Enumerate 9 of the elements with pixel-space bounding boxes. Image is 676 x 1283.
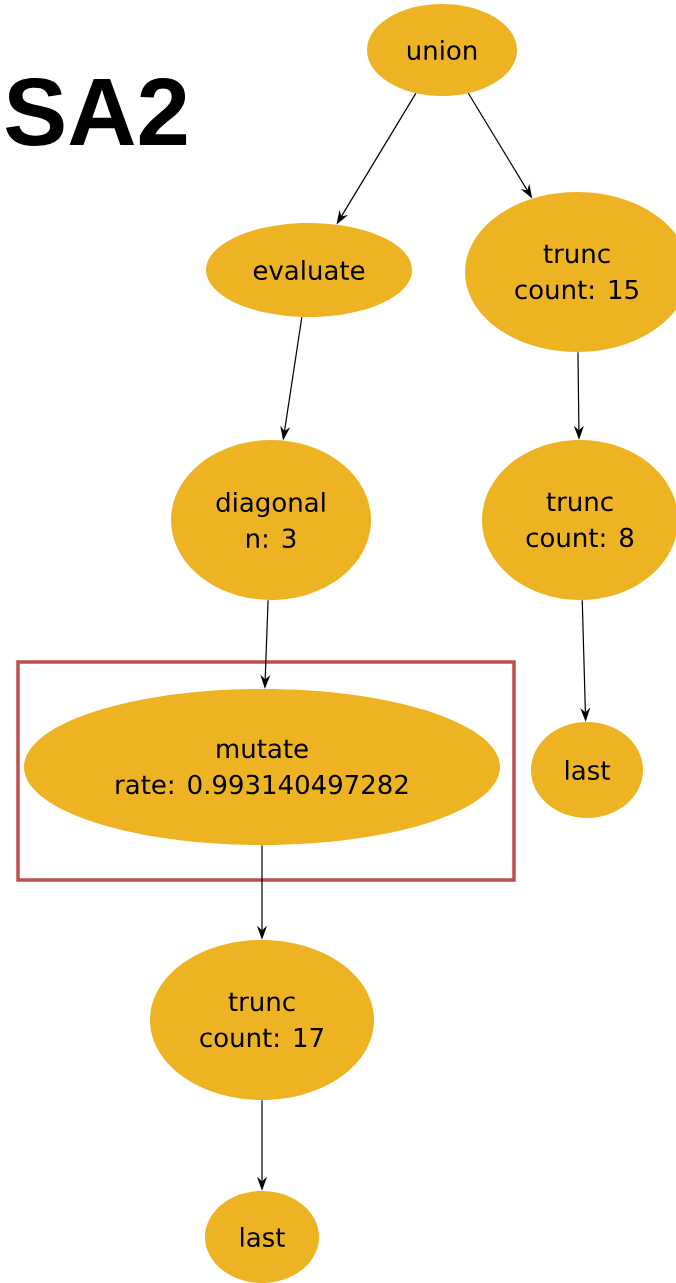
ellipse-node: diagonal n: 3 bbox=[171, 440, 371, 600]
ellipse-node: union bbox=[367, 4, 517, 96]
ellipse-node: last bbox=[531, 722, 643, 818]
ellipse-node: last bbox=[205, 1191, 319, 1283]
ellipse-node: trunc count: 17 bbox=[150, 940, 374, 1100]
ellipse-node: mutate rate: 0.993140497282 bbox=[24, 689, 500, 845]
highlight-box bbox=[16, 660, 516, 882]
ellipse-node: evaluate bbox=[206, 223, 412, 317]
title: SA2 bbox=[5, 78, 187, 146]
